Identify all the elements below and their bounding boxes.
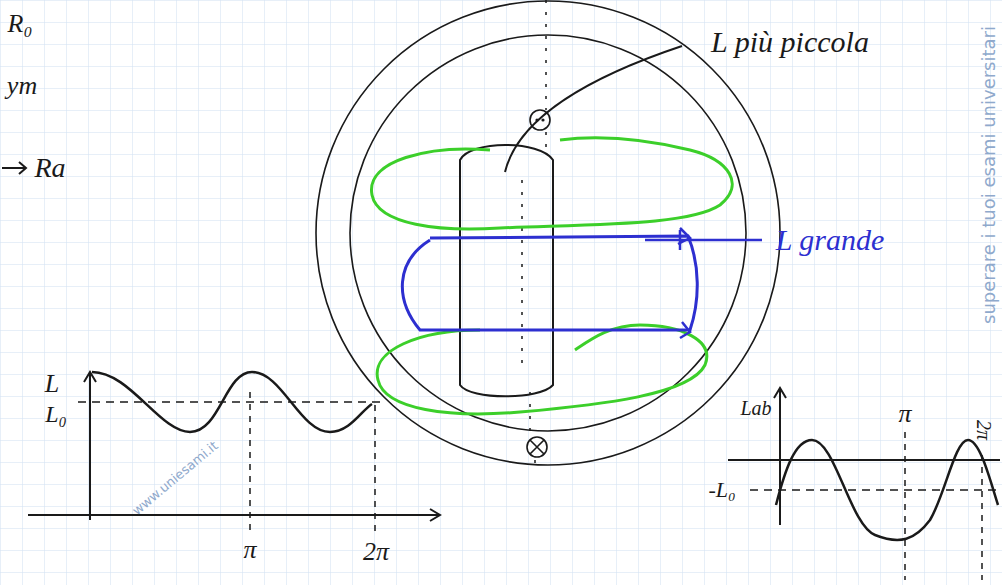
watermark: superare i tuoi esami universitari (980, 26, 998, 324)
leader-line (645, 230, 762, 250)
dashed-line (750, 489, 1000, 491)
axis (28, 509, 440, 521)
leader-line (505, 46, 682, 172)
axis (84, 372, 96, 520)
dot (541, 118, 544, 121)
stator-outer (316, 1, 780, 465)
axis-label: -L₀ (708, 479, 735, 501)
symbol-label: Ra (34, 154, 65, 182)
flux-line (371, 138, 732, 229)
rotor (460, 145, 553, 396)
watermark: www.uniesami.it (130, 439, 220, 518)
axis-label: L (45, 371, 59, 397)
symbol-label: R₀ (8, 11, 33, 37)
callout-label: L più piccola (711, 27, 869, 57)
flux-line (402, 236, 697, 330)
conductor-in (527, 437, 547, 457)
axis (522, 0, 546, 470)
curve (776, 440, 998, 540)
tick-label: 2π (974, 420, 994, 440)
tick-label: 2π (363, 539, 389, 565)
axis (728, 459, 1000, 461)
arrow (2, 162, 26, 174)
callout-label: L grande (776, 225, 885, 255)
tick-label: π (243, 537, 256, 563)
axis-label: L₀ (45, 402, 67, 426)
axis-label: Lab (740, 398, 771, 418)
cross (530, 440, 544, 454)
curve (92, 372, 372, 432)
dashed-line (78, 401, 380, 403)
flux-line (377, 325, 707, 414)
symbol-label: ym (7, 73, 37, 99)
dashed-line (250, 392, 375, 532)
tick-label: π (898, 401, 911, 427)
dashed-line (905, 432, 982, 580)
stator-inner (350, 35, 746, 431)
